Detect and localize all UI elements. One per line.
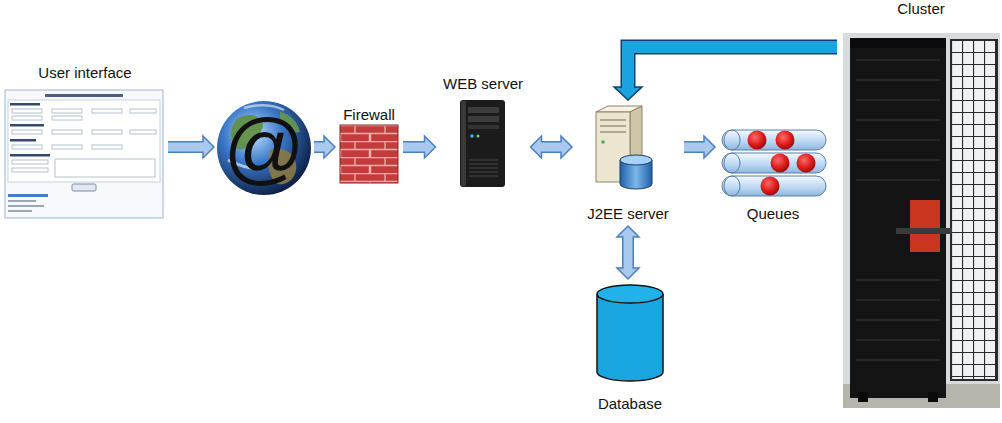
block-arrow: [617, 226, 639, 279]
node-label: Firewall: [343, 106, 395, 124]
internet-node: @: [217, 101, 311, 195]
arrow-body: [540, 143, 564, 152]
arrow-body: [624, 235, 633, 270]
arrow-body: [628, 47, 837, 89]
node-label: User interface: [38, 64, 131, 82]
interface-node: User interface: [5, 64, 165, 220]
node-label: Database: [598, 395, 662, 413]
node-label: Cluster: [897, 0, 945, 18]
arrow-body: [403, 143, 427, 152]
node-label: WEB server: [443, 75, 523, 93]
block-arrow: [684, 136, 715, 158]
block-arrow: [168, 136, 214, 158]
database-node: Database: [585, 282, 675, 413]
web-server-icon: [460, 100, 505, 187]
ui-screenshot: [5, 90, 163, 218]
firewall-icon: [340, 125, 398, 183]
web-server-node: WEB server: [439, 75, 528, 189]
cluster-node: Cluster: [840, 0, 1002, 410]
node-label: Queues: [747, 205, 800, 223]
node-label: J2EE server: [587, 205, 669, 223]
queue-node: Queues: [718, 125, 828, 223]
cluster-photo: [843, 33, 1000, 408]
block-arrow: [314, 136, 335, 158]
globe-icon: [217, 101, 311, 195]
arrow-body: [684, 143, 706, 152]
firewall-node: Firewall: [338, 106, 400, 185]
queues-icon: [722, 130, 826, 196]
application-server-icon: [596, 106, 652, 189]
block-arrow: [403, 136, 436, 158]
block-arrow: [614, 47, 837, 100]
arrow-body: [168, 143, 205, 152]
database-cylinder: [597, 285, 663, 381]
node-label: @: [223, 108, 304, 188]
arrow-body: [314, 143, 326, 152]
block-arrow: [531, 136, 573, 158]
application-server-node: J2EE server: [575, 103, 681, 223]
